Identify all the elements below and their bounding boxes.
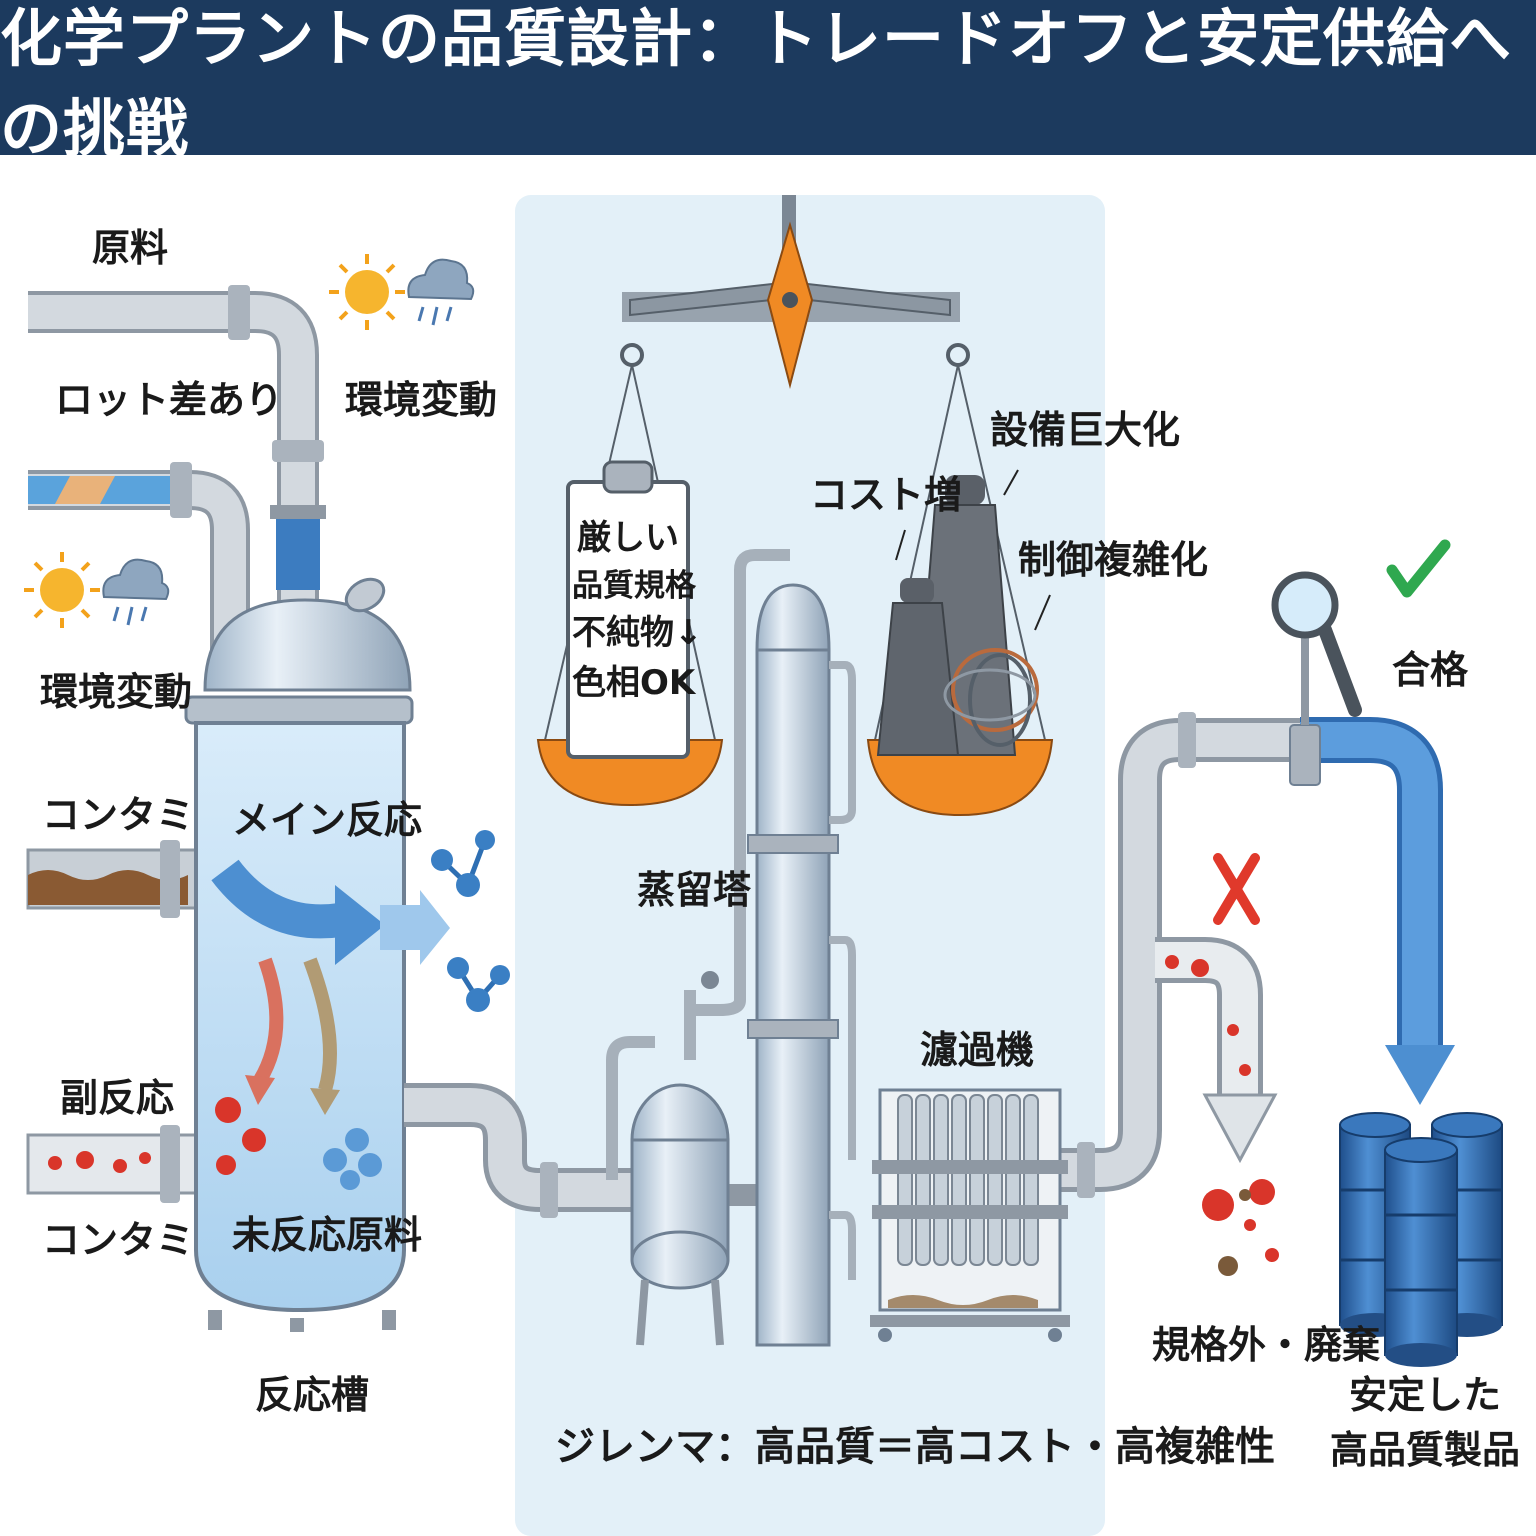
label-equipment-large: 設備巨大化	[990, 408, 1181, 452]
plant-diagram	[24, 195, 1503, 1536]
quality-spec-clipboard: 厳しい 品質規格 不純物↓ 色相OK	[572, 518, 703, 703]
label-env-change-left: 環境変動	[40, 670, 193, 714]
label-product-line2: 高品質製品	[1330, 1428, 1521, 1472]
spec-line: 品質規格	[572, 568, 696, 605]
label-raw-material: 原料	[92, 226, 169, 270]
sun-icon	[24, 552, 100, 628]
spec-line: 厳しい	[577, 518, 679, 558]
label-distillation-tower: 蒸留塔	[637, 868, 752, 912]
pass-output-pipe	[1289, 717, 1455, 1105]
side-reaction-pipe	[26, 1125, 210, 1203]
label-control-complex: 制御複雑化	[1018, 538, 1209, 582]
contamination-pipe	[26, 840, 210, 918]
magnifier-icon	[1271, 571, 1362, 725]
label-lot-variation: ロット差あり	[55, 378, 284, 422]
page-title: 化学プラントの品質設計：トレードオフと安定供給への挑戦	[0, 0, 1536, 165]
product-drums	[1339, 1112, 1503, 1367]
spec-line: 色相OK	[572, 662, 696, 703]
reject-pipe	[1155, 937, 1278, 1164]
reactor-tank	[184, 577, 414, 1332]
label-pass: 合格	[1392, 648, 1469, 692]
raw-material-pipe	[28, 285, 326, 610]
label-env-change-top: 環境変動	[345, 378, 498, 422]
label-product-line1: 安定した	[1348, 1373, 1501, 1417]
label-reactor: 反応槽	[255, 1373, 370, 1417]
label-main-reaction: メイン反応	[232, 798, 423, 842]
lot-variation-pipe	[28, 462, 250, 650]
label-contamination-top: コンタミ	[42, 793, 195, 837]
label-unreacted-material: 未反応原料	[232, 1213, 423, 1257]
dilemma-caption: ジレンマ：高品質＝高コスト・高複雑性	[555, 1424, 1275, 1470]
rain-cloud-icon	[407, 258, 475, 326]
rain-cloud-icon	[102, 558, 170, 626]
waste-particles	[1202, 1179, 1279, 1276]
label-side-reaction: 副反応	[60, 1076, 175, 1120]
process-pipe	[404, 712, 1300, 1218]
label-cost-increase: コスト増	[810, 473, 963, 517]
label-filter: 濾過機	[920, 1028, 1035, 1072]
distillation-column	[606, 549, 856, 1347]
checkmark-icon	[1386, 539, 1451, 598]
sun-icon	[329, 254, 405, 330]
label-reject: 規格外・廃棄	[1152, 1323, 1381, 1367]
balance-scale	[536, 195, 1054, 817]
product-molecules	[380, 830, 510, 1012]
spec-line: 不純物↓	[572, 613, 703, 654]
filter-press	[870, 1088, 1070, 1342]
cross-icon	[1213, 853, 1260, 925]
label-contamination-bottom: コンタミ	[42, 1218, 195, 1262]
